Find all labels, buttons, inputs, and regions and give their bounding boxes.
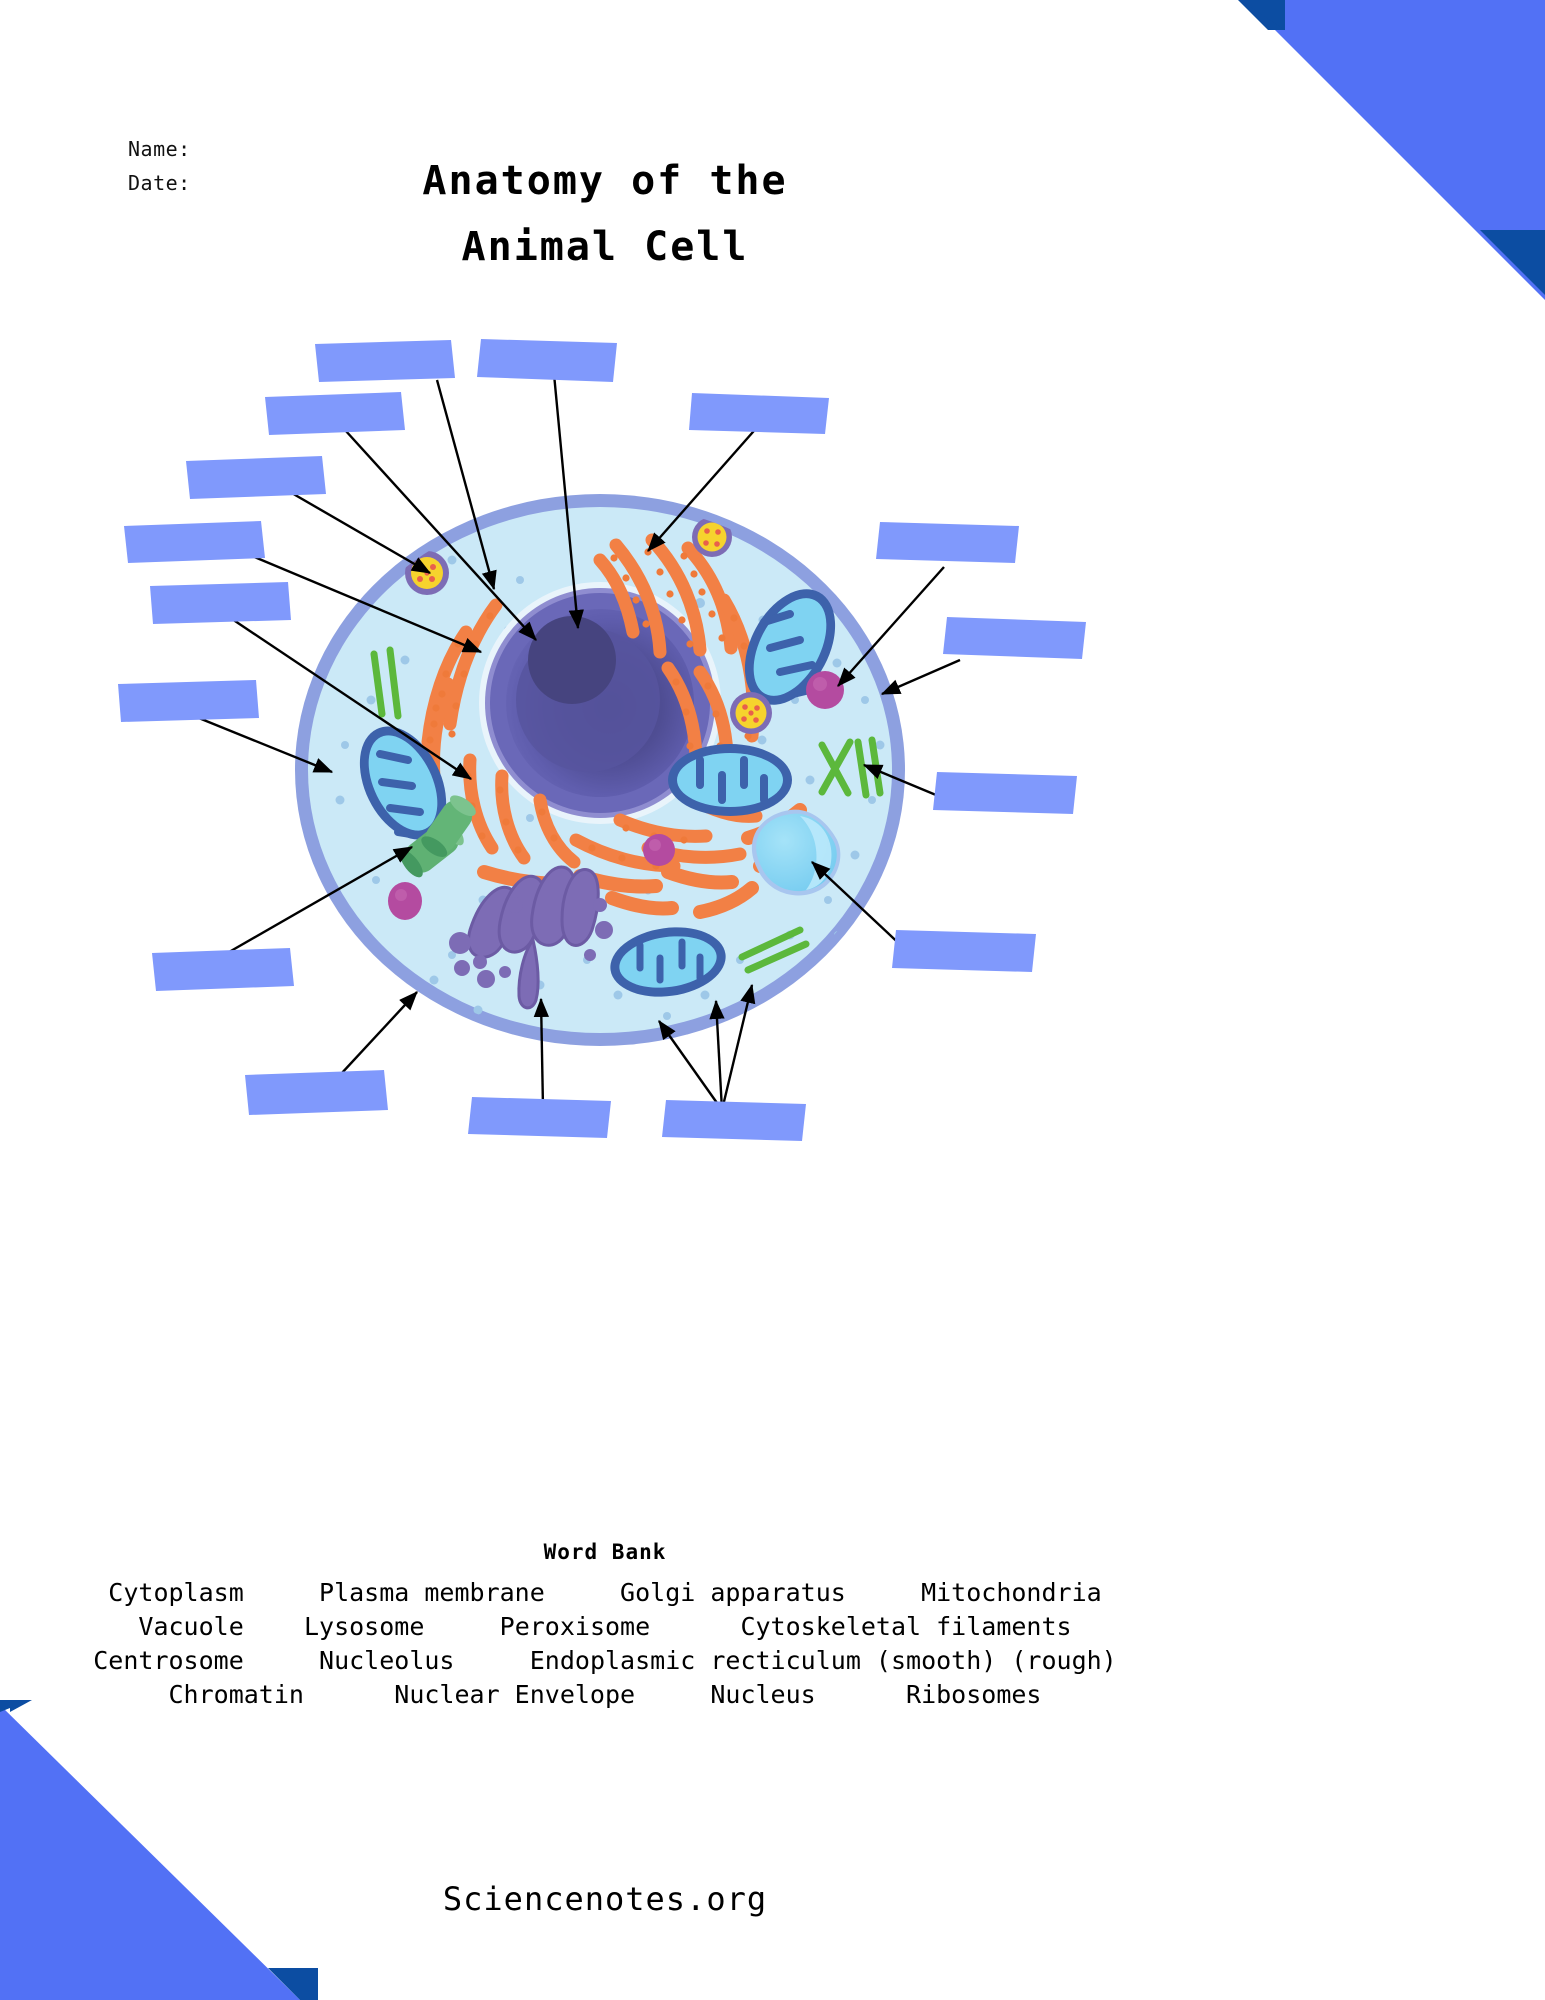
page-title-line-2: Animal Cell [461, 224, 749, 270]
lysosome-right [806, 671, 844, 709]
leader-line-18 [811, 861, 907, 951]
leader-line-12 [658, 1020, 723, 1111]
page-title-line-1: Anatomy of the [422, 158, 788, 204]
lysosome-left [388, 882, 422, 920]
mitochondrion-bottom [610, 927, 726, 997]
mitochondrion-middle-right [668, 744, 792, 816]
word-bank: Word Bank Cytoplasm Plasma membrane Golg… [0, 1540, 1210, 1712]
leader-line-14 [720, 983, 756, 1111]
page-title: Anatomy of the Animal Cell [0, 148, 1210, 280]
leader-line-6 [232, 546, 483, 654]
leader-lines [183, 373, 961, 1111]
word-bank-title: Word Bank [543, 1540, 667, 1564]
date-label: Date: [128, 171, 191, 195]
answer-boxes[interactable] [118, 339, 1086, 1141]
name-date-block: Name: Date: [128, 132, 191, 200]
answer-box-2[interactable] [477, 339, 617, 382]
leader-line-8 [183, 710, 334, 774]
leader-line-5 [289, 490, 432, 575]
answer-box-8[interactable] [118, 680, 259, 722]
leader-line-11 [533, 997, 550, 1109]
leader-line-7 [231, 618, 472, 780]
peroxisome-right [730, 692, 772, 734]
leader-line-17 [862, 763, 949, 802]
ribosomes [426, 548, 756, 870]
footer-credit: Sciencenotes.org [442, 1880, 768, 1918]
word-bank-row: Chromatin Nuclear Envelope Nucleus Ribos… [168, 1680, 1042, 1709]
lysosome-center [643, 834, 675, 866]
cytoskeletal-filaments [370, 646, 884, 974]
mitochondrion-left [359, 726, 447, 840]
peroxisome-upper-right [692, 517, 732, 557]
answer-box-16[interactable] [892, 930, 1036, 972]
answer-box-6[interactable] [124, 521, 265, 563]
word-bank-row: Cytoplasm Plasma membrane Golgi apparatu… [108, 1578, 1102, 1607]
leader-line-2 [552, 373, 584, 630]
answer-box-5[interactable] [186, 456, 326, 499]
answer-box-14[interactable] [943, 617, 1086, 659]
answer-box-12[interactable] [662, 1100, 806, 1141]
leader-line-9 [209, 845, 414, 965]
answer-box-4[interactable] [689, 393, 829, 434]
word-bank-row: Centrosome Nucleolus Endoplasmic recticu… [93, 1646, 1117, 1675]
centrosome [400, 795, 476, 878]
leader-line-4 [647, 423, 761, 552]
leader-line-13 [709, 999, 725, 1111]
answer-box-13[interactable] [876, 522, 1019, 563]
answer-box-15[interactable] [933, 772, 1077, 814]
nucleolus [528, 616, 616, 704]
answer-box-9[interactable] [152, 948, 294, 991]
leader-line-16 [880, 658, 961, 696]
answer-box-1[interactable] [315, 340, 455, 382]
answer-box-10[interactable] [245, 1070, 388, 1115]
leader-line-15 [837, 566, 945, 687]
golgi-apparatus [449, 865, 613, 1010]
answer-box-7[interactable] [150, 582, 291, 624]
leader-line-1 [435, 379, 497, 591]
name-label: Name: [128, 137, 191, 161]
answer-box-11[interactable] [468, 1097, 611, 1138]
leader-line-3 [344, 429, 537, 641]
answer-box-3[interactable] [265, 392, 405, 435]
word-bank-row: Vacuole Lysosome Peroxisome Cytoskeletal… [138, 1612, 1072, 1641]
